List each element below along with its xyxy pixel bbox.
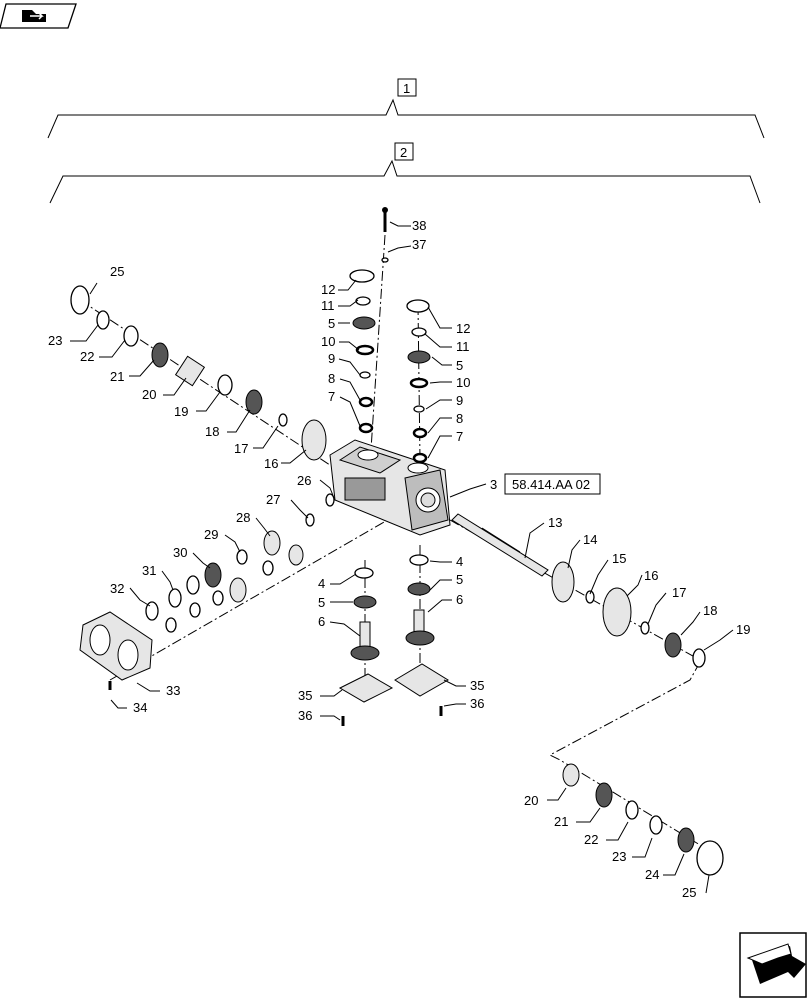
callout-5-bottom-right: 5	[456, 572, 463, 587]
callout-19-right: 19	[736, 622, 750, 637]
assembly-label-1: 1	[403, 81, 410, 96]
callout-28: 28	[236, 510, 250, 525]
lower-left-row	[145, 493, 335, 633]
callout-17-right: 17	[672, 585, 686, 600]
callout-22-left: 22	[80, 349, 94, 364]
callout-29: 29	[204, 527, 218, 542]
callout-7-right: 7	[456, 429, 463, 444]
callout-35-right: 35	[470, 678, 484, 693]
callout-10-right: 10	[456, 375, 470, 390]
upper-left-row	[70, 285, 327, 461]
reference-box-label: 58.414.AA 02	[512, 477, 590, 492]
callout-34: 34	[133, 700, 147, 715]
callout-11-left: 11	[321, 298, 335, 313]
assembly-label-box-1	[397, 78, 417, 97]
callout-7-left: 7	[328, 389, 335, 404]
callout-31: 31	[142, 563, 156, 578]
gearbox-housing	[329, 439, 451, 536]
callout-17-left: 17	[234, 441, 248, 456]
callout-5-right: 5	[456, 358, 463, 373]
callout-36-left: 36	[298, 708, 312, 723]
callout-18-left: 18	[205, 424, 219, 439]
callout-35-left: 35	[298, 688, 312, 703]
callout-4-left: 4	[318, 576, 325, 591]
input-shaft	[451, 513, 549, 577]
bottom-stack-left	[338, 567, 394, 726]
callout-37: 37	[412, 237, 426, 252]
callout-26: 26	[297, 473, 311, 488]
callout-4-right: 4	[456, 554, 463, 569]
callout-23-left: 23	[48, 333, 62, 348]
callout-5-left: 5	[328, 316, 335, 331]
lower-right-row	[562, 763, 724, 876]
callout-8-left: 8	[328, 371, 335, 386]
top-stack-left	[349, 207, 389, 434]
callout-12-right: 12	[456, 321, 470, 336]
assembly-label-2: 2	[400, 145, 407, 160]
callout-14: 14	[583, 532, 597, 547]
pdf-icon[interactable]	[0, 3, 77, 29]
callout-numbers: 38 37 12 11 5 10 9 8 7 12 11 5 10 9 8 7 …	[48, 218, 750, 900]
callout-leaders	[70, 221, 734, 894]
callout-9-left: 9	[328, 351, 335, 366]
callout-5-bottom-left: 5	[318, 595, 325, 610]
right-row	[551, 561, 706, 668]
callout-10-left: 10	[321, 334, 335, 349]
callout-30: 30	[173, 545, 187, 560]
center-lines	[79, 234, 706, 849]
navigate-arrow-icon[interactable]	[739, 932, 807, 998]
callout-16-left: 16	[264, 456, 278, 471]
callout-19-left: 19	[174, 404, 188, 419]
top-stack-right	[406, 299, 431, 464]
callout-25-right: 25	[682, 885, 696, 900]
callout-27: 27	[266, 492, 280, 507]
callout-36-right: 36	[470, 696, 484, 711]
callout-20-left: 20	[142, 387, 156, 402]
callout-24: 24	[645, 867, 659, 882]
callout-38: 38	[412, 218, 426, 233]
assembly-bracket-2: 2	[49, 142, 761, 204]
callout-6-left: 6	[318, 614, 325, 629]
callout-16-right: 16	[644, 568, 658, 583]
reference-box[interactable]: 58.414.AA 02	[504, 473, 601, 495]
callout-9-right: 9	[456, 393, 463, 408]
callout-3: 3	[490, 477, 497, 492]
callout-25-left: 25	[110, 264, 124, 279]
callout-18-right: 18	[703, 603, 717, 618]
callout-12-left: 12	[321, 282, 335, 297]
callout-15: 15	[612, 551, 626, 566]
assembly-bracket-1: 1	[47, 78, 765, 139]
cover-plate	[79, 611, 153, 690]
callout-21-left: 21	[110, 369, 124, 384]
callout-33: 33	[166, 683, 180, 698]
callout-20-right: 20	[524, 793, 538, 808]
callout-32: 32	[110, 581, 124, 596]
callout-6-right: 6	[456, 592, 463, 607]
callout-23-right: 23	[612, 849, 626, 864]
callout-11-right: 11	[456, 339, 470, 354]
callout-22-right: 22	[584, 832, 598, 847]
assembly-label-box-2	[394, 142, 414, 161]
bottom-stack-right	[394, 554, 449, 716]
callout-21-right: 21	[554, 814, 568, 829]
callout-13: 13	[548, 515, 562, 530]
callout-8-right: 8	[456, 411, 463, 426]
